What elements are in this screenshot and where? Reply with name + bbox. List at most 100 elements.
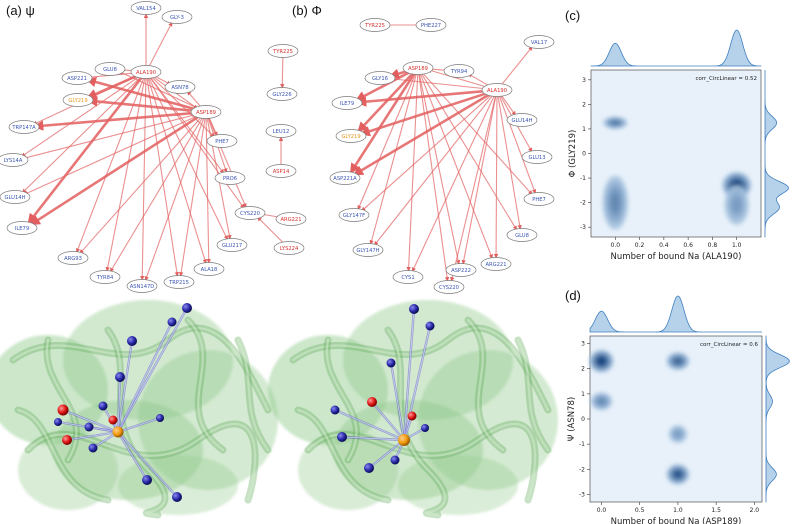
svg-text:GLU14H: GLU14H xyxy=(512,118,533,124)
phi-edge xyxy=(369,73,417,245)
phi-edge xyxy=(500,46,533,86)
psi-node-cys220: CYS220 xyxy=(234,206,266,220)
svg-text:ASP189: ASP189 xyxy=(196,110,216,116)
svg-text:TYR225: TYR225 xyxy=(272,49,293,55)
protein-structure-psi xyxy=(0,300,278,519)
phi-edge xyxy=(500,94,517,116)
psi-right-marginal xyxy=(765,335,790,503)
phi-node-cys220: CYS220 xyxy=(433,280,465,294)
phi-node-asp221a: ASP221A xyxy=(329,171,361,185)
svg-text:ALA190: ALA190 xyxy=(136,70,156,76)
psi-edge xyxy=(148,21,173,68)
phi-edge xyxy=(352,91,493,177)
svg-text:GLY147H: GLY147H xyxy=(356,248,379,254)
phi-node-ala190: ALA190 xyxy=(481,83,513,97)
psi-density xyxy=(589,349,690,485)
psi-node-glu217: GLU217 xyxy=(216,238,248,252)
phi-y-tick-label: -3 xyxy=(580,224,586,231)
psi-x-axis-label: Number of bound Na (ASP189) xyxy=(611,517,742,524)
svg-text:GLY219: GLY219 xyxy=(68,98,87,104)
psi-corr-annotation: corr_CircLinear = 0.6 xyxy=(700,342,759,348)
psi-edge xyxy=(23,113,201,196)
phi-y-tick-label: 1 xyxy=(582,126,586,133)
svg-text:PHE227: PHE227 xyxy=(421,23,441,29)
phi-edge xyxy=(493,95,499,259)
psi-y-axis-label: Ψ (ASN78) xyxy=(567,397,577,441)
phi-y-axis-label: Φ (GLY219) xyxy=(568,130,578,178)
svg-text:TYR84: TYR84 xyxy=(96,275,114,281)
psi-node-arg221: ARG221 xyxy=(275,212,307,226)
psi-edge xyxy=(85,76,201,112)
svg-text:LYS224: LYS224 xyxy=(280,246,299,252)
phi-node-glu14h: GLU14H xyxy=(506,113,538,127)
psi-node-ala18: ALA18 xyxy=(193,262,225,276)
phi-edge xyxy=(420,72,518,231)
svg-text:GLY226: GLY226 xyxy=(272,92,291,98)
svg-text:LYS14A: LYS14A xyxy=(4,158,23,164)
phi-edge xyxy=(411,95,495,272)
phi-x-tick-label: 0.8 xyxy=(708,242,718,249)
phi-node-ile79: ILE79 xyxy=(331,96,363,110)
psi-node-glu14h: GLU14H xyxy=(0,190,31,204)
phi-edge xyxy=(427,68,492,89)
psi-node-arg93: ARG93 xyxy=(57,251,89,265)
protein-structure-phi xyxy=(268,300,558,519)
psi-node-tyr84: TYR84 xyxy=(89,270,121,284)
psi-x-tick-label: 0.5 xyxy=(635,507,645,514)
psi-x-tick-label: 2.0 xyxy=(750,507,760,514)
svg-text:ILE79: ILE79 xyxy=(15,226,29,232)
psi-node-pro6: PRO6 xyxy=(214,171,246,185)
svg-text:VAL17: VAL17 xyxy=(531,40,547,46)
phi-edge xyxy=(461,95,497,265)
svg-text:ASP189: ASP189 xyxy=(408,66,428,72)
psi-x-tick-label: 0.0 xyxy=(597,507,607,514)
svg-text:GLY-3: GLY-3 xyxy=(170,15,184,21)
psi-node-trp215: TRP215 xyxy=(163,275,195,289)
psi-edge xyxy=(179,117,206,277)
psi-node-gly226: GLY226 xyxy=(266,87,298,101)
phi-edge xyxy=(418,73,461,265)
phi-right-marginal xyxy=(764,70,789,238)
psi-node-gly-3: GLY-3 xyxy=(161,10,193,24)
svg-text:TRP215: TRP215 xyxy=(168,280,189,286)
psi-node-asp221: ASP221 xyxy=(61,71,93,85)
svg-text:ALA18: ALA18 xyxy=(201,267,218,273)
psi-edge xyxy=(148,77,229,241)
phi-y-tick-label: -2 xyxy=(580,200,586,207)
psi-node-ile79: ILE79 xyxy=(6,221,38,235)
phi-y-tick-label: 0 xyxy=(582,151,586,158)
psi-node-lys224: LYS224 xyxy=(273,241,305,255)
psi-node-asn147d: ASN147D xyxy=(126,279,158,293)
psi-edge xyxy=(86,96,201,113)
svg-text:ARG221: ARG221 xyxy=(485,262,506,268)
svg-text:GLY219: GLY219 xyxy=(341,134,360,140)
psi-x-tick-label: 1.0 xyxy=(673,507,683,514)
phi-edge xyxy=(498,95,537,194)
panel-a-label: (a) ψ xyxy=(6,3,35,18)
svg-text:CYS220: CYS220 xyxy=(240,211,260,217)
phi-node-gly147h: GLY147H xyxy=(352,243,384,257)
psi-node-gly219: GLY219 xyxy=(62,93,94,107)
phi-edge xyxy=(406,73,419,272)
phi-x-tick-label: 1.0 xyxy=(732,242,742,249)
psi-edge xyxy=(280,56,285,89)
psi-edge xyxy=(207,117,247,208)
phi-edge xyxy=(421,72,533,195)
protein-residue-spheres xyxy=(54,303,192,502)
phi-x-tick-label: 0.0 xyxy=(611,242,621,249)
phi-node-phe227: PHE227 xyxy=(415,18,447,32)
svg-text:PRO6: PRO6 xyxy=(223,176,237,182)
svg-text:ASN147D: ASN147D xyxy=(130,284,155,290)
phi-density xyxy=(602,116,752,230)
svg-text:ASP14: ASP14 xyxy=(273,169,290,175)
svg-text:GLY16: GLY16 xyxy=(372,76,388,82)
psi-x-tick-label: 1.5 xyxy=(711,507,721,514)
psi-edge xyxy=(257,216,285,245)
panel-b-label: (b) Φ xyxy=(292,3,322,18)
phi-edge xyxy=(349,72,416,174)
